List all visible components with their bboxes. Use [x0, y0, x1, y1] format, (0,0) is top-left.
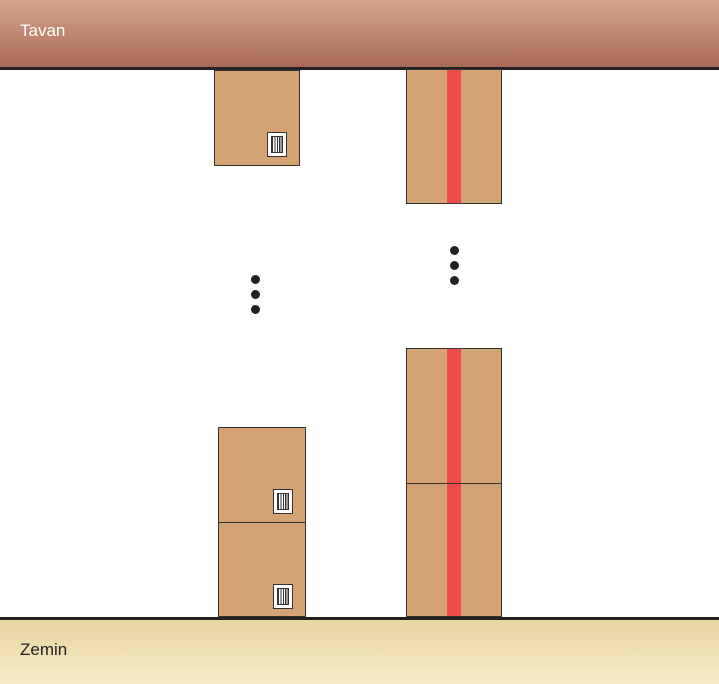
barcode-icon — [273, 584, 293, 609]
ceiling-label: Tavan — [20, 21, 65, 41]
left-top-box — [214, 70, 300, 166]
barcode-icon — [273, 489, 293, 514]
ellipsis-dots-left — [251, 275, 261, 315]
red-tape — [447, 70, 461, 203]
left-lower-bottom-box — [218, 522, 306, 617]
red-tape — [447, 484, 461, 616]
floor — [0, 620, 719, 684]
right-lower-bottom-box — [406, 483, 502, 617]
right-upper-bottom-box — [406, 348, 502, 484]
left-upper-bottom-box — [218, 427, 306, 523]
red-tape — [447, 349, 461, 483]
right-top-box — [406, 69, 502, 204]
floor-label: Zemin — [20, 640, 67, 660]
ellipsis-dots-right — [450, 246, 460, 286]
ceiling-line — [0, 67, 719, 70]
barcode-icon — [267, 132, 287, 157]
ceiling — [0, 0, 719, 67]
